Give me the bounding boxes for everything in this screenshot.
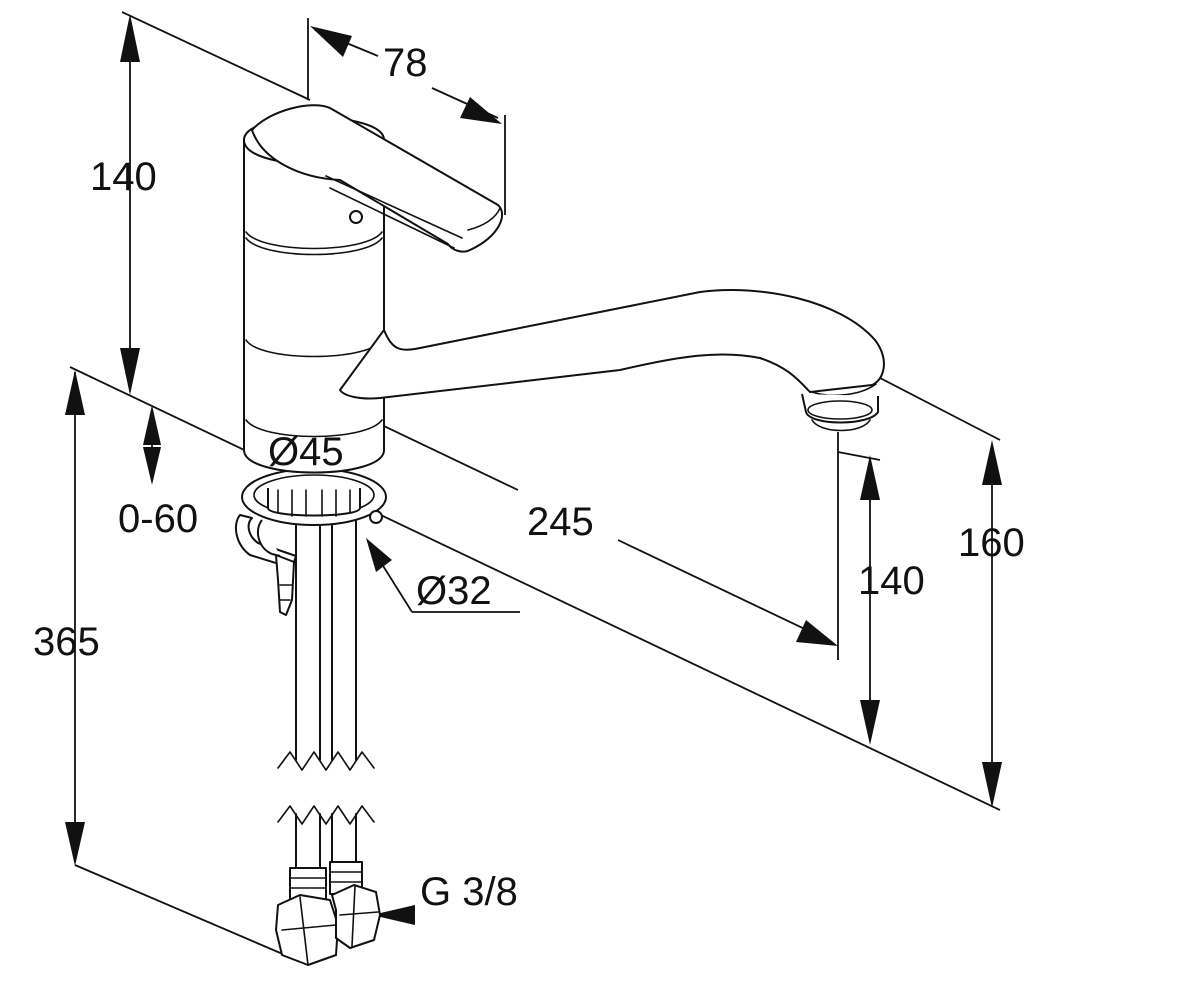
dimension-labels: 78 140 Ø45 0-60 Ø32 365 245 140 160 G 3/… bbox=[33, 41, 1025, 914]
arrow-head bbox=[65, 822, 85, 866]
arrow-head bbox=[120, 348, 140, 395]
arrow-head bbox=[982, 762, 1002, 808]
dimension-lines bbox=[65, 14, 1002, 925]
dim-spout-clearance: 140 bbox=[858, 559, 925, 603]
spout bbox=[339, 289, 885, 432]
dim-handle-length: 78 bbox=[383, 41, 428, 85]
arrow-head bbox=[120, 14, 140, 62]
dim-thickness-range: 0-60 bbox=[118, 497, 198, 541]
dim-total-height: 365 bbox=[33, 620, 100, 664]
arrow-head bbox=[372, 905, 415, 925]
arrow-head bbox=[143, 405, 161, 445]
arrow-head bbox=[143, 447, 161, 485]
dim-spout-reach: 245 bbox=[527, 500, 594, 544]
extension-lines bbox=[69, 11, 1001, 956]
dim-body-height: 140 bbox=[90, 155, 157, 199]
arrow-head bbox=[860, 455, 880, 500]
arrow-head bbox=[860, 700, 880, 745]
mounting-bracket bbox=[234, 514, 297, 616]
dim-hole-diameter: Ø32 bbox=[416, 569, 492, 613]
arrow-head bbox=[310, 26, 352, 57]
faucet-outline bbox=[234, 104, 885, 966]
dim-connection-thread: G 3/8 bbox=[420, 870, 518, 914]
dim-body-diameter: Ø45 bbox=[268, 430, 344, 474]
arrow-head bbox=[460, 97, 502, 124]
dim-spout-height: 160 bbox=[958, 521, 1025, 565]
hose-connectors bbox=[275, 861, 381, 966]
arrow-head bbox=[982, 440, 1002, 485]
arrow-head bbox=[366, 538, 392, 572]
base-flange bbox=[241, 468, 387, 526]
arrow-head bbox=[796, 620, 838, 646]
arrow-head bbox=[65, 370, 85, 415]
lever-handle bbox=[251, 104, 503, 253]
